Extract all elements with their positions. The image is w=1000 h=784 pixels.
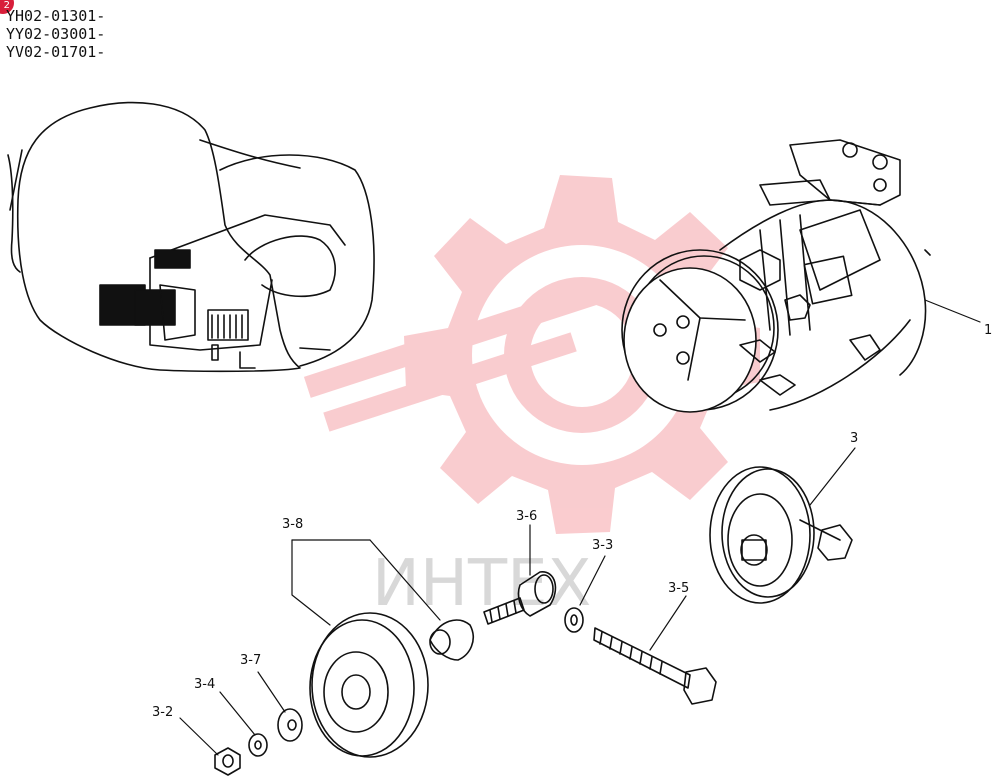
- serial-number: YY02-03001-: [6, 25, 106, 43]
- serial-number: YH02-01301-: [6, 7, 106, 25]
- callout-3-6: 3-6: [516, 509, 537, 524]
- callout-3: 3: [850, 431, 858, 446]
- serial-number-list: YH02-01301- YY02-03001- YV02-01701-: [6, 7, 105, 61]
- pulley-3-8: [309, 612, 474, 758]
- callout-labels: 1 3 3-3 3-5 3-6 3-8 3-7 3-4 3-2: [152, 323, 992, 720]
- stud-3-6: [483, 571, 557, 625]
- callout-3-8: 3-8: [282, 517, 303, 532]
- lock-washer-3-3: [564, 607, 584, 633]
- callout-1: 1: [984, 323, 992, 338]
- nut-3-2: [214, 747, 241, 776]
- watermark-text: ИНТЕХ: [372, 547, 591, 621]
- ac-compressor: [621, 139, 931, 413]
- machine-overview-sketch: [7, 101, 375, 373]
- lock-washer-3-4: [248, 733, 268, 757]
- callout-3-7: 3-7: [240, 653, 261, 668]
- page-number-badge: 2: [0, 0, 14, 14]
- callout-3-2: 3-2: [152, 705, 173, 720]
- callout-3-3: 3-3: [592, 538, 613, 553]
- bolt-3-5: [593, 627, 717, 705]
- washer-3-7: [277, 708, 303, 742]
- callout-3-4: 3-4: [194, 677, 215, 692]
- callout-3-5: 3-5: [668, 581, 689, 596]
- leader-lines: [179, 299, 981, 756]
- serial-number: YV02-01701-: [6, 43, 106, 61]
- idler-pulley-assembly: [709, 466, 853, 604]
